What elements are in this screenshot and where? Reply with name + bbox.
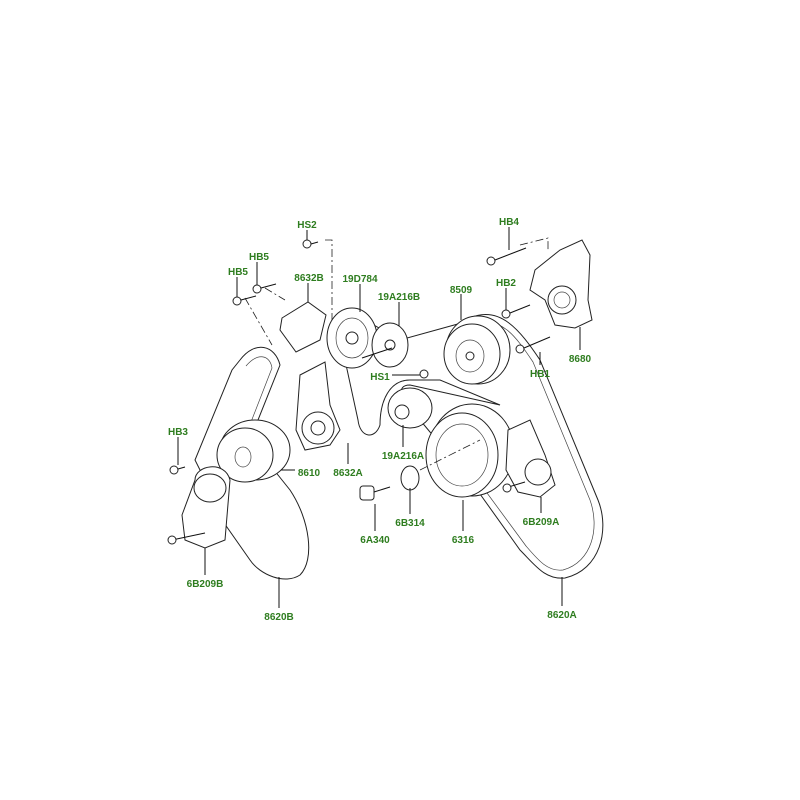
callout-8509: 8509 — [450, 285, 473, 296]
callout-hb2: HB2 — [496, 278, 516, 289]
callout-hb4: HB4 — [499, 217, 519, 228]
spacer-6b314[interactable] — [400, 465, 420, 491]
bracket-8632b[interactable] — [279, 301, 327, 353]
bolt-hb1[interactable] — [515, 336, 551, 354]
leader-lines — [177, 227, 581, 608]
callout-19a216b: 19A216B — [378, 292, 420, 303]
bolt-hb4[interactable] — [486, 247, 527, 266]
callout-hb3: HB3 — [168, 427, 188, 438]
callout-19d784: 19D784 — [342, 274, 377, 285]
callout-hb1: HB1 — [530, 369, 550, 380]
callout-8680: 8680 — [569, 354, 592, 365]
pulley-19a216a[interactable] — [387, 387, 433, 429]
housing-8680[interactable] — [529, 239, 593, 329]
bolt-hs2[interactable] — [302, 239, 319, 249]
callout-6b209a: 6B209A — [523, 517, 560, 528]
callout-6a340: 6A340 — [360, 535, 390, 546]
belt-8620b[interactable] — [194, 346, 310, 580]
callout-hb5-lower: HB5 — [228, 267, 248, 278]
callout-hb5-upper: HB5 — [249, 252, 269, 263]
callout-6316: 6316 — [452, 535, 475, 546]
bolt-hb5-lower[interactable] — [232, 295, 257, 306]
callout-8632a: 8632A — [333, 468, 362, 479]
callout-8620a: 8620A — [547, 610, 576, 621]
bolt-hb3[interactable] — [169, 465, 186, 475]
bolt-6a340[interactable] — [359, 485, 391, 501]
callout-8620b: 8620B — [264, 612, 293, 623]
callout-6b209b: 6B209B — [187, 579, 224, 590]
bolt-hb2[interactable] — [501, 304, 531, 319]
callout-hs2: HS2 — [297, 220, 317, 231]
bolt-hs1[interactable] — [419, 369, 429, 379]
bolt-hb5-upper[interactable] — [252, 283, 277, 294]
callout-8610: 8610 — [298, 468, 321, 479]
callout-6b314: 6B314 — [395, 518, 425, 529]
callout-8632b: 8632B — [294, 273, 323, 284]
callout-19a216a: 19A216A — [382, 451, 424, 462]
callout-hs1: HS1 — [370, 372, 390, 383]
